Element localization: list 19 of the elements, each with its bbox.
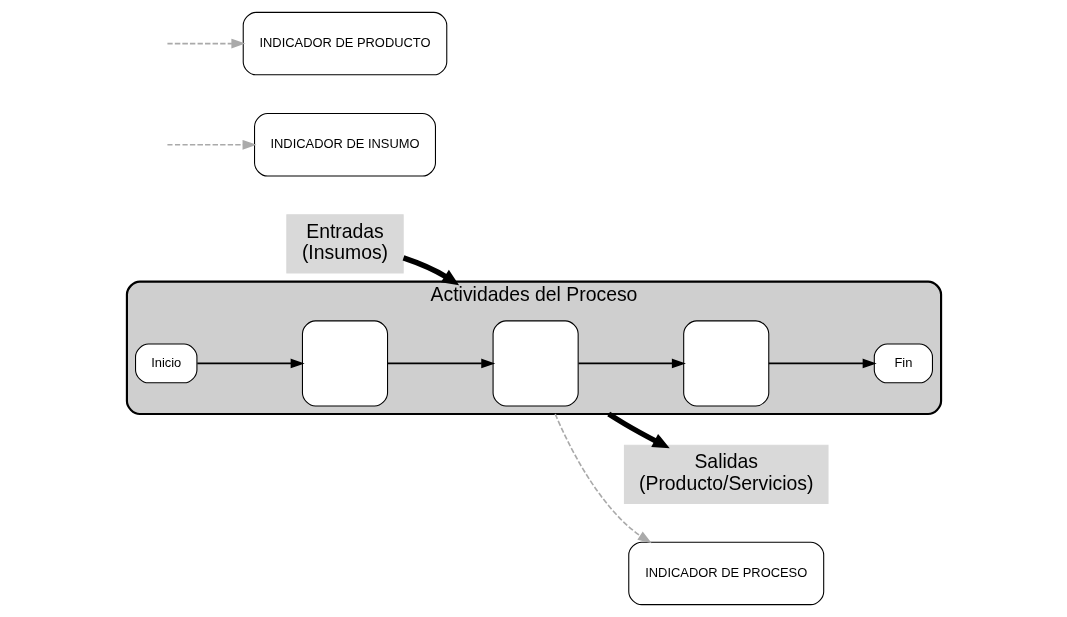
node-box xyxy=(492,320,579,407)
node-box: INDICADOR DE PROCESO xyxy=(627,541,824,606)
node-box: Entradas (Insumos) xyxy=(285,214,404,274)
arrow xyxy=(606,411,670,449)
arrow xyxy=(195,358,305,369)
arrow xyxy=(553,413,652,544)
arrow xyxy=(767,358,877,369)
node-box xyxy=(301,320,388,407)
node-box: INDICADOR DE INSUMO xyxy=(253,113,436,177)
node-box xyxy=(682,320,769,407)
arrow xyxy=(166,139,257,150)
arrow xyxy=(577,358,686,369)
arrow xyxy=(386,358,495,369)
arrow xyxy=(402,255,459,286)
arrow xyxy=(166,38,245,49)
node-box: INDICADOR DE PRODUCTO xyxy=(242,11,447,76)
node-box: Fin xyxy=(873,343,933,384)
node-box: Inicio xyxy=(134,343,197,384)
node-box: Salidas (Producto/Servicios) xyxy=(623,444,829,504)
